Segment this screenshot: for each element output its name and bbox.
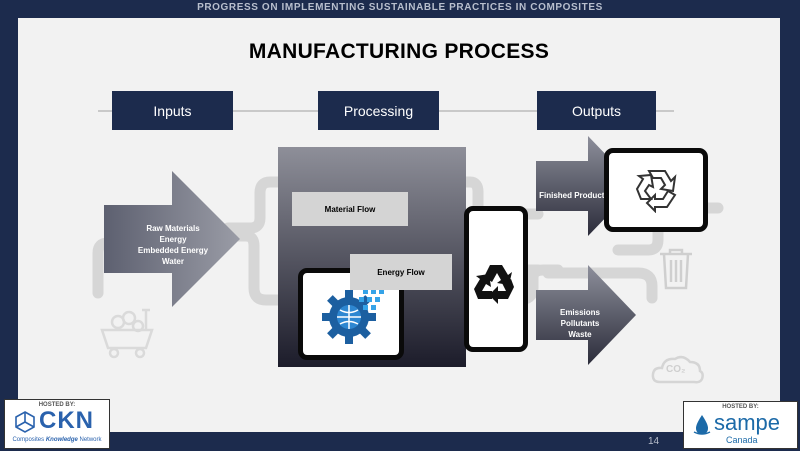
co2-label: CO₂ bbox=[666, 364, 686, 375]
page-number: 14 bbox=[648, 436, 660, 447]
ckn-hosted-by: HOSTED BY: bbox=[38, 402, 76, 408]
emissions-arrow bbox=[536, 265, 636, 365]
material-flow-label: Material Flow bbox=[292, 192, 408, 226]
energy-flow-label: Energy Flow bbox=[350, 254, 452, 290]
input-raw-materials: Raw Materials bbox=[146, 224, 200, 233]
input-embedded-energy: Embedded Energy bbox=[137, 246, 209, 255]
output-pollutants: Pollutants bbox=[560, 319, 600, 328]
ckn-hexagon-icon bbox=[15, 411, 35, 433]
co2-cloud-icon: CO₂ bbox=[650, 352, 706, 386]
page-title: MANUFACTURING PROCESS bbox=[248, 40, 550, 63]
mining-cart-icon bbox=[100, 308, 154, 359]
sampe-hosted-by: HOSTED BY: bbox=[722, 404, 759, 410]
trash-bin-icon bbox=[660, 248, 692, 290]
gear-globe-icon bbox=[322, 281, 384, 344]
inputs-header: Inputs bbox=[112, 91, 233, 130]
sampe-logo: HOSTED BY: sampe Canada bbox=[683, 401, 798, 449]
output-emissions: Emissions bbox=[559, 308, 600, 317]
finished-products-text: Finished Products bbox=[539, 191, 609, 200]
title-bar: PROGRESS ON IMPLEMENTING SUSTAINABLE PRA… bbox=[0, 0, 800, 18]
recycle-arrows-icon bbox=[635, 170, 677, 213]
input-water: Water bbox=[162, 257, 184, 266]
ckn-subtitle-part2: Knowledge bbox=[45, 437, 78, 443]
inputs-arrow-text: Raw Materials Energy Embedded Energy Wat… bbox=[118, 223, 228, 267]
output-waste: Waste bbox=[568, 330, 592, 339]
ckn-logo: HOSTED BY: CKN Composites Knowledge Netw… bbox=[4, 399, 110, 449]
outputs-header: Outputs bbox=[537, 91, 656, 130]
presentation-title: PROGRESS ON IMPLEMENTING SUSTAINABLE PRA… bbox=[197, 2, 603, 13]
recycling-symbol-icon bbox=[474, 265, 514, 304]
finished-products-frame bbox=[604, 148, 708, 232]
inputs-arrow bbox=[104, 171, 240, 307]
footer-bar bbox=[0, 432, 800, 451]
input-energy: Energy bbox=[159, 235, 187, 244]
sampe-drop-icon bbox=[693, 415, 711, 435]
ckn-subtitle-part1: Composites bbox=[12, 437, 46, 443]
ckn-wordmark: CKN bbox=[39, 407, 94, 434]
ckn-subtitle-part3: Network bbox=[77, 437, 102, 443]
ckn-subtitle: Composites Knowledge Network bbox=[5, 437, 109, 443]
sampe-country: Canada bbox=[726, 435, 758, 445]
emissions-arrow-text: Emissions Pollutants Waste bbox=[548, 307, 612, 340]
slide: MANUFACTURING PROCESS Inputs Processing … bbox=[18, 18, 780, 432]
recycling-frame bbox=[464, 206, 528, 352]
sampe-wordmark: sampe bbox=[714, 410, 781, 435]
processing-header: Processing bbox=[318, 91, 439, 130]
